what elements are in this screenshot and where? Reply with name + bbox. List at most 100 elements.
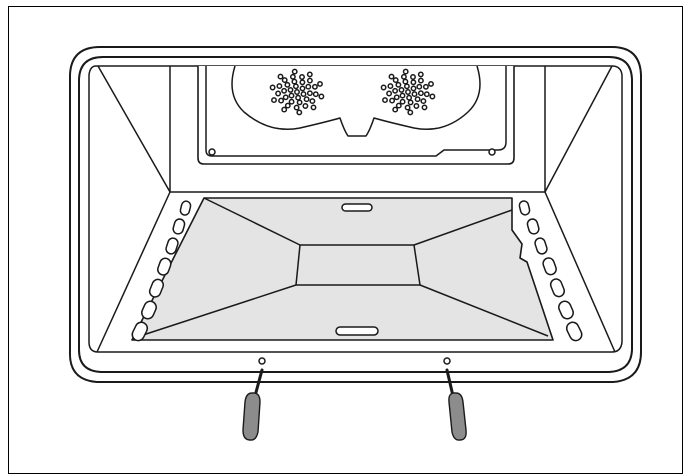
screwdriver-left-icon (242, 368, 264, 441)
vent-hole (395, 102, 402, 109)
fan-cover (197, 66, 515, 165)
vent-hole (387, 83, 394, 90)
vent-hole (294, 89, 300, 95)
vent-hole (300, 91, 307, 98)
vent-hole (277, 73, 284, 80)
vent-hole (303, 96, 310, 103)
shelf-slot (172, 218, 186, 235)
vent-hole (403, 83, 410, 90)
panel-slot-top (341, 203, 373, 212)
right-wall (544, 65, 613, 193)
vent-hole (269, 84, 276, 91)
vent-hole (410, 79, 417, 86)
floor-right-edge (544, 191, 616, 353)
vent-hole (414, 96, 421, 103)
vent-hole (410, 74, 416, 80)
vent-hole (293, 104, 300, 111)
vent-hole (417, 71, 424, 78)
vent-hole (281, 77, 288, 84)
oven-frame-outer (68, 46, 642, 383)
vent-hole (389, 97, 396, 104)
panel-screw-left (258, 357, 266, 365)
vent-hole (302, 103, 309, 109)
vent-hole (423, 91, 430, 98)
vent-hole (404, 104, 411, 111)
vent-hole (402, 78, 409, 85)
panel-crease-tl (203, 197, 301, 246)
vent-hole (416, 83, 423, 90)
vent-hole (417, 77, 424, 84)
vent-hole (406, 94, 413, 101)
vent-hole (398, 86, 405, 93)
vent-hole (392, 87, 399, 94)
vent-hole (392, 77, 399, 84)
panel-crease-br (419, 284, 549, 337)
vent-hole (421, 104, 428, 111)
vent-hole (407, 99, 414, 106)
left-wall (97, 65, 171, 193)
vent-hole (388, 73, 395, 80)
vent-hole (392, 106, 399, 113)
shelf-slot (549, 278, 566, 298)
panel-screw-right (443, 357, 451, 365)
fan-cover-screw-right (488, 148, 496, 156)
vent-hole (275, 90, 282, 97)
vent-hole (399, 98, 406, 105)
vent-hole (410, 85, 417, 92)
vent-hole (393, 94, 400, 101)
shelf-slot (542, 257, 557, 276)
panel-crease-bl (139, 284, 297, 337)
vent-hole (405, 89, 411, 95)
shelf-slot (518, 200, 531, 216)
vent-hole (296, 109, 303, 116)
shelf-slot (165, 237, 179, 255)
vent-hole (281, 106, 288, 113)
vent-hole (291, 68, 298, 75)
vent-hole (292, 83, 299, 90)
oven-frame-inner (78, 56, 633, 373)
vent-hole (420, 98, 427, 105)
shelf-slots-left (131, 200, 192, 342)
shelf-slot (534, 237, 548, 255)
vent-hole (411, 91, 418, 98)
shelf-slots-right (518, 200, 583, 342)
vent-hole (284, 102, 291, 109)
shelf-slot (141, 300, 157, 320)
vent-hole (305, 83, 312, 90)
vent-hole (395, 81, 402, 88)
vent-hole (400, 73, 407, 80)
shelf-slot (565, 321, 583, 342)
fan-vent-holes-left (269, 68, 325, 116)
vent-hole (289, 73, 296, 80)
vent-hole (287, 86, 294, 93)
vent-hole (399, 92, 406, 99)
vent-hole (318, 93, 325, 100)
screwdriver-right-icon (445, 368, 467, 441)
vent-hole (276, 83, 283, 90)
vent-hole (291, 78, 298, 85)
vent-hole (428, 80, 434, 87)
panel-crease-tr (413, 209, 513, 246)
panel-slot-bottom (335, 326, 379, 336)
vent-hole (413, 103, 420, 109)
fan-vent-holes-right (380, 68, 436, 116)
shelf-slot (558, 300, 574, 320)
vent-hole (309, 98, 316, 105)
shelf-slot (526, 218, 540, 235)
vent-hole (306, 71, 313, 78)
vent-hole (282, 94, 289, 101)
vent-hole (311, 83, 318, 90)
vent-hole (386, 90, 393, 97)
vent-hole (278, 97, 285, 104)
vent-hole (310, 104, 317, 111)
vent-hole (288, 98, 295, 105)
vent-hole (429, 93, 436, 100)
vent-hole (306, 77, 313, 84)
vent-hole (271, 97, 277, 104)
vent-hole (417, 90, 424, 97)
vent-hole (382, 97, 388, 104)
vent-hole (407, 109, 414, 116)
vent-hole (402, 68, 409, 75)
